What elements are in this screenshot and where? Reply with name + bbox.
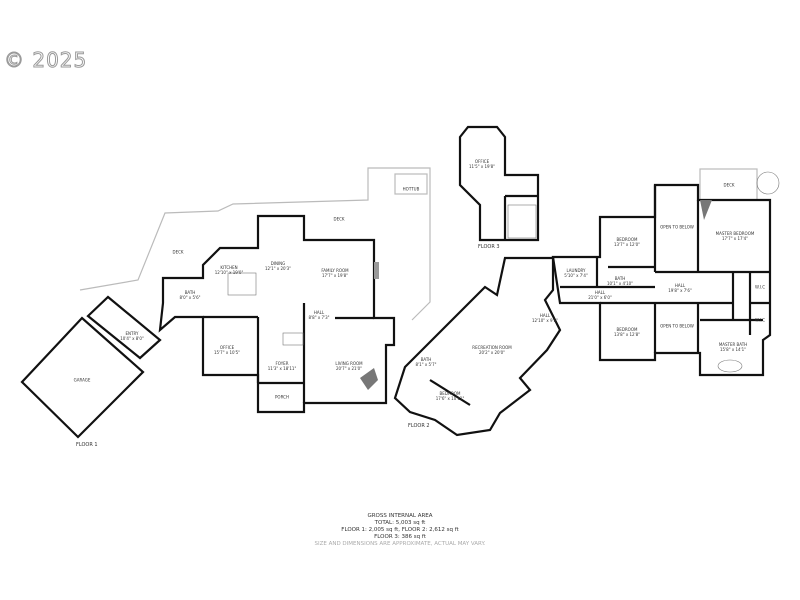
floor-3-label: FLOOR 3	[478, 244, 500, 250]
gross-area-total: TOTAL: 5,003 sq ft	[374, 520, 426, 526]
gross-area-summary: GROSS INTERNAL AREA TOTAL: 5,003 sq ft F…	[250, 513, 550, 548]
room-label-wic: W.I.C	[754, 317, 766, 323]
gross-area-title: GROSS INTERNAL AREA	[367, 513, 433, 519]
fireplace	[360, 368, 378, 390]
room-label-deck: DECK	[172, 249, 184, 255]
room-label-porch: PORCH	[275, 394, 289, 400]
entry-walls	[86, 295, 162, 360]
room-label-open-to-below: OPEN TO BELOW	[660, 323, 694, 329]
copyright-watermark: © 2025	[3, 48, 88, 73]
floor-1-label: FLOOR 1	[76, 442, 98, 448]
gross-area-floor-3: FLOOR 3: 386 sq ft	[374, 534, 426, 540]
bathtub	[717, 359, 743, 373]
room-label-wic: W.I.C	[754, 284, 766, 290]
stairs-floor3	[507, 204, 537, 239]
floor1-main-walls	[158, 214, 396, 414]
room-label-deck: DECK	[723, 182, 735, 188]
room-label-garage: GARAGE	[73, 377, 91, 383]
deck-railing	[79, 167, 431, 321]
gross-area-note: SIZE AND DIMENSIONS ARE APPROXIMATE, ACT…	[314, 541, 486, 547]
room-label-open-to-below: OPEN TO BELOW	[660, 224, 694, 230]
floor2-left-walls	[393, 256, 562, 437]
hottub	[394, 173, 428, 195]
gross-area-floors-1-2: FLOOR 1: 2,005 sq ft, FLOOR 2: 2,612 sq …	[341, 527, 459, 533]
room-label-deck: DECK	[333, 216, 345, 222]
floor3-walls	[458, 125, 540, 242]
fireplace-family	[374, 262, 379, 279]
kitchen-island	[227, 272, 257, 296]
stairs-floor1	[282, 332, 304, 346]
spiral-stair	[756, 171, 780, 195]
garage-walls	[20, 316, 145, 439]
floor-2-label: FLOOR 2	[408, 423, 430, 429]
room-label-hottub: HOTTUB	[402, 186, 420, 192]
fireplace-master	[700, 200, 712, 220]
